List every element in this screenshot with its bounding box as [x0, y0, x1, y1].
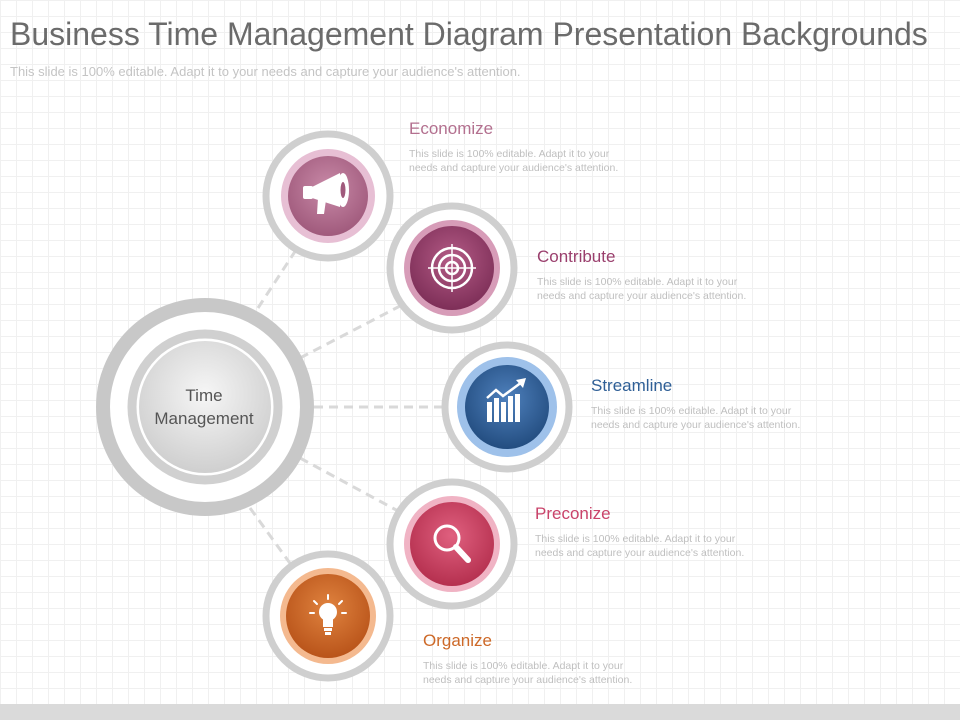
item-heading: Organize: [423, 631, 492, 650]
item-heading: Economize: [409, 119, 494, 138]
item-description-line: This slide is 100% editable. Adapt it to…: [591, 405, 792, 417]
node-organize[interactable]: [262, 550, 394, 682]
footer-bar: [0, 704, 960, 720]
connector-organize: [248, 507, 294, 567]
item-description: This slide is 100% editable. Adapt it to…: [423, 659, 683, 687]
connector-economize: [256, 249, 298, 309]
hub-label-line2: Management: [154, 409, 254, 428]
item-heading: Streamline: [591, 376, 673, 395]
node-economize[interactable]: [262, 130, 394, 262]
item-description-line: needs and capture your audience's attent…: [537, 290, 747, 302]
hub-label: Time Management: [134, 384, 274, 430]
connector-preconize: [299, 456, 401, 514]
item-description-line: This slide is 100% editable. Adapt it to…: [409, 148, 610, 160]
item-description-line: needs and capture your audience's attent…: [409, 162, 619, 174]
target-icon: [428, 244, 476, 292]
item-description-line: This slide is 100% editable. Adapt it to…: [537, 276, 738, 288]
item-preconize: Preconize This slide is 100% editable. A…: [535, 504, 795, 560]
item-description-line: needs and capture your audience's attent…: [591, 419, 801, 431]
item-heading: Contribute: [537, 247, 616, 266]
node-preconize[interactable]: [386, 478, 518, 610]
bar-chart-growth-icon: [486, 378, 526, 422]
node-streamline[interactable]: [441, 341, 573, 473]
item-description-line: needs and capture your audience's attent…: [535, 547, 745, 559]
item-heading: Preconize: [535, 504, 611, 523]
connectors: [248, 249, 442, 567]
item-description: This slide is 100% editable. Adapt it to…: [535, 532, 795, 560]
hub-label-line1: Time: [185, 386, 223, 405]
item-description-line: needs and capture your audience's attent…: [423, 674, 633, 686]
hub-circle: [96, 298, 314, 516]
item-description: This slide is 100% editable. Adapt it to…: [409, 147, 669, 175]
item-economize: Economize This slide is 100% editable. A…: [409, 119, 669, 175]
slide-subtitle: This slide is 100% editable. Adapt it to…: [10, 64, 521, 79]
item-organize: Organize This slide is 100% editable. Ad…: [423, 631, 683, 687]
lightbulb-icon: [309, 594, 347, 635]
item-contribute: Contribute This slide is 100% editable. …: [537, 247, 797, 303]
magnifier-icon: [433, 524, 471, 563]
slide-title: Business Time Management Diagram Present…: [10, 16, 928, 52]
connector-contribute: [299, 304, 401, 360]
node-contribute[interactable]: [386, 202, 518, 334]
item-description-line: This slide is 100% editable. Adapt it to…: [423, 660, 624, 672]
item-description: This slide is 100% editable. Adapt it to…: [591, 404, 851, 432]
megaphone-icon: [303, 173, 349, 214]
item-description-line: This slide is 100% editable. Adapt it to…: [535, 533, 736, 545]
item-streamline: Streamline This slide is 100% editable. …: [591, 376, 851, 432]
item-description: This slide is 100% editable. Adapt it to…: [537, 275, 797, 303]
